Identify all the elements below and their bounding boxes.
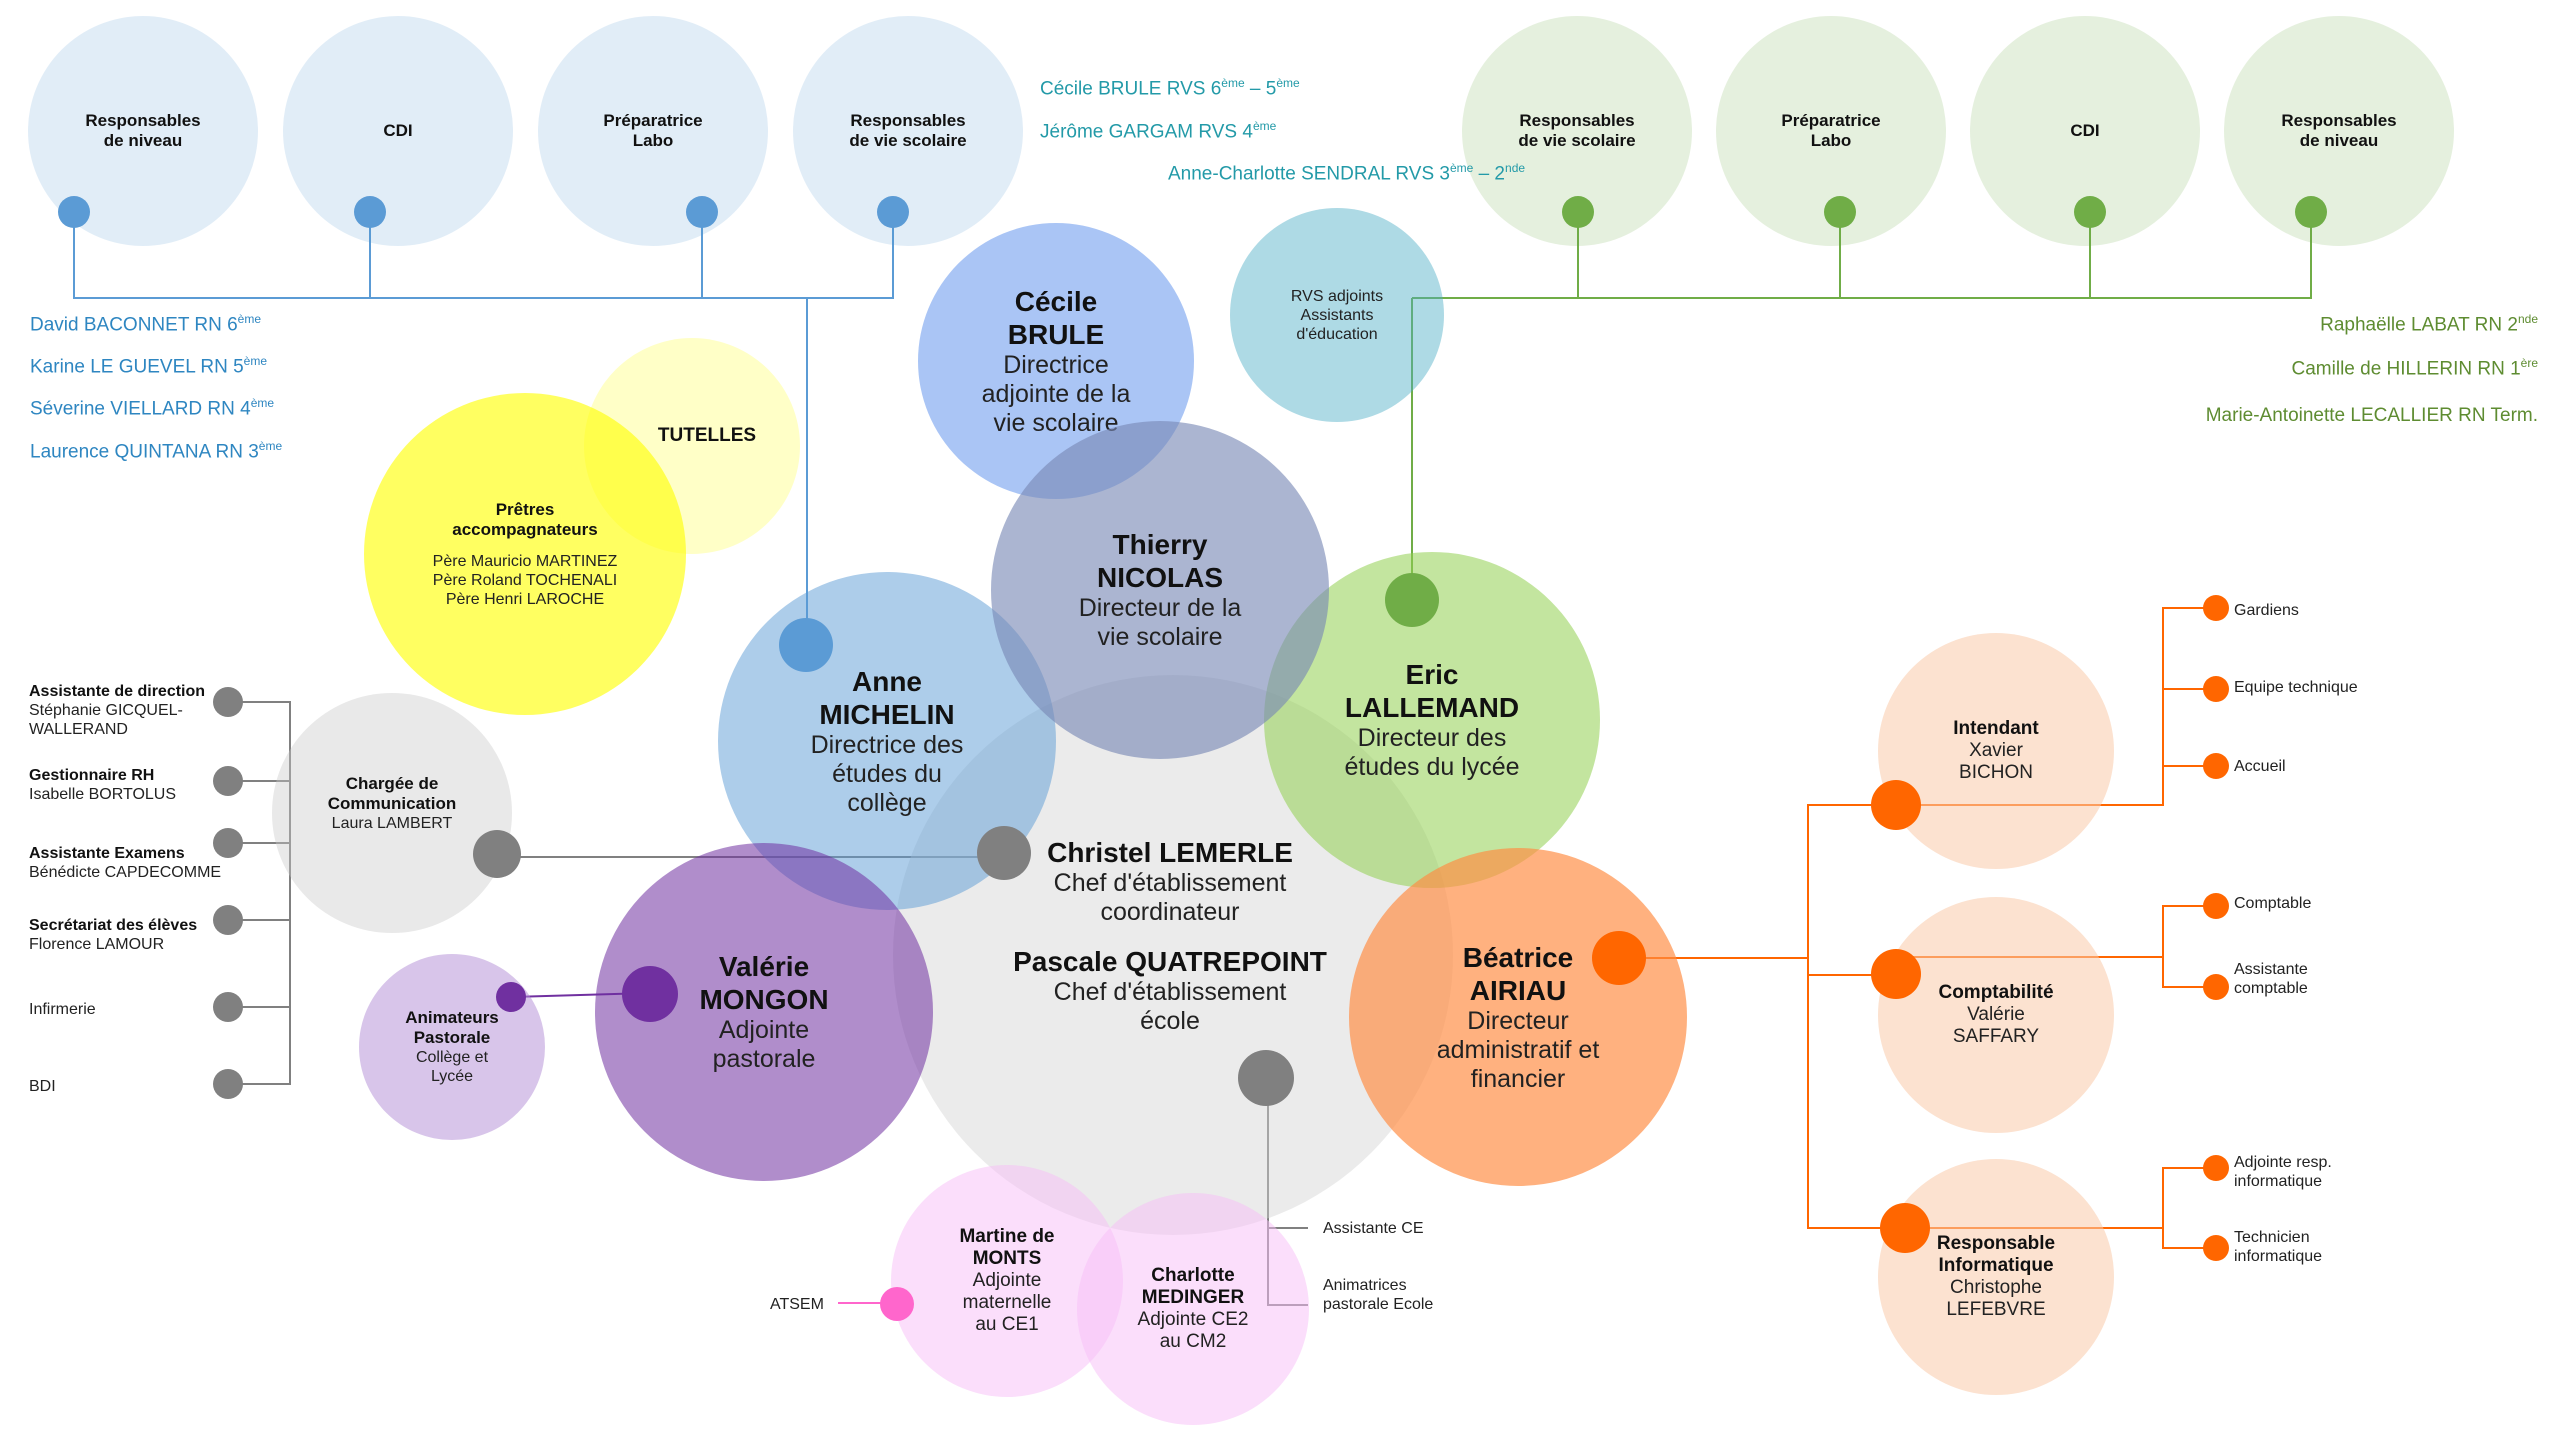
staff-atsem: ATSEM [770, 1296, 824, 1313]
bubble-thierry-nicolas: Thierry NICOLAS Directeur de la vie scol… [991, 421, 1329, 759]
staff-gardiens: Gardiens [2234, 602, 2299, 619]
connector-dot [1871, 949, 1921, 999]
bubble-charlotte-medinger: Charlotte MEDINGER Adjointe CE2 au CM2 [1077, 1193, 1309, 1425]
bubble-martine-de-monts: Martine de MONTS Adjointe maternelle au … [891, 1165, 1123, 1397]
rvs-label: Anne-Charlotte SENDRAL RVS 3ème – 2nde [1168, 161, 1526, 185]
bubble-comptabilite: Comptabilité Valérie SAFFARY [1878, 897, 2114, 1133]
rvs-label: Cécile BRULE RVS 6ème – 5ème [1040, 76, 1300, 100]
staff-equipe-technique: Equipe technique [2234, 679, 2358, 696]
staff-assistante-comptable: Assistante comptable [2234, 961, 2308, 997]
connector-dot [2203, 1155, 2229, 1181]
connector-dot [213, 905, 243, 935]
staff-assistante-direction: Assistante de direction Stéphanie GICQUE… [29, 683, 206, 738]
connector-dot [213, 1069, 243, 1099]
connector-dot [2203, 1235, 2229, 1261]
bubble-preparatrice-college: Préparatrice Labo [538, 16, 768, 246]
connector-dot [213, 687, 243, 717]
connector-dot [496, 982, 526, 1012]
bubble-communication: Chargée de Communication Laura LAMBERT [272, 693, 512, 933]
bubble-cdi-college: CDI [283, 16, 513, 246]
rn-label: Marie-Antoinette LECALLIER RN Term. [2205, 405, 2538, 426]
staff-secretariat-eleves: Secrétariat des élèves Florence LAMOUR [29, 917, 198, 953]
rn-label: Raphaëlle LABAT RN 2nde [2320, 312, 2538, 336]
connector-dot [213, 828, 243, 858]
connector-dot [2203, 676, 2229, 702]
rn-label: Camille de HILLERIN RN 1ère [2291, 356, 2538, 380]
staff-accueil: Accueil [2234, 758, 2286, 775]
connector-dot [977, 826, 1031, 880]
connector-dot [622, 966, 678, 1022]
connector-dot [1592, 931, 1646, 985]
bubble-informatique: Responsable Informatique Christophe LEFE… [1878, 1159, 2114, 1395]
connector-dot [473, 830, 521, 878]
connector-dot [1871, 780, 1921, 830]
staff-bdi: BDI [29, 1078, 56, 1095]
bubble-pretres: Prêtres accompagnateurs Père Mauricio MA… [364, 393, 686, 715]
connector-dot [1824, 196, 1856, 228]
connector-dot [2203, 974, 2229, 1000]
connector-dot [2295, 196, 2327, 228]
connector-dot [2203, 753, 2229, 779]
connector-dot [2203, 893, 2229, 919]
connector-dot [880, 1287, 914, 1321]
staff-assistante-examens: Assistante Examens Bénédicte CAPDECOMME [29, 845, 222, 881]
connector-dot [1562, 196, 1594, 228]
connector-dot [58, 196, 90, 228]
connector-dot [779, 618, 833, 672]
connector-dot [877, 196, 909, 228]
staff-animatrices-pastorale-ecole: Animatrices pastorale Ecole [1323, 1277, 1434, 1313]
bubble-intendant: Intendant Xavier BICHON [1878, 633, 2114, 869]
connector-dot [1385, 573, 1439, 627]
staff-infirmerie: Infirmerie [29, 1001, 96, 1018]
rvs-label: Jérôme GARGAM RVS 4ème [1040, 119, 1277, 143]
connector-dot [686, 196, 718, 228]
rn-label: Séverine VIELLARD RN 4ème [30, 396, 275, 420]
rn-label: Laurence QUINTANA RN 3ème [30, 439, 283, 463]
staff-assistante-ce: Assistante CE [1323, 1220, 1424, 1237]
staff-technicien-informatique: Technicien informatique [2234, 1229, 2323, 1265]
rn-label: Karine LE GUEVEL RN 5ème [30, 354, 268, 378]
bubble-rvs-adjoints: RVS adjoints Assistants d'éducation [1230, 208, 1444, 422]
connector-dot [2074, 196, 2106, 228]
staff-adjointe-informatique: Adjointe resp. informatique [2234, 1154, 2332, 1190]
connector-dot [213, 766, 243, 796]
bubble-animateurs-pastorale: Animateurs Pastorale Collège et Lycée [359, 954, 545, 1140]
rn-label: David BACONNET RN 6ème [30, 312, 261, 336]
connector-dot [2203, 595, 2229, 621]
staff-comptable: Comptable [2234, 895, 2312, 912]
connector-dot [1238, 1050, 1294, 1106]
connector-dot [1880, 1203, 1930, 1253]
center-text: Christel LEMERLE Chef d'établissement co… [1013, 837, 1327, 1035]
bubble-responsables-niveau-lycee: Responsables de niveau [2224, 16, 2454, 246]
connector-dot [213, 992, 243, 1022]
connector-dot [354, 196, 386, 228]
bubble-beatrice-airiau: Béatrice AIRIAU Directeur administratif … [1349, 848, 1687, 1186]
staff-gestionnaire-rh: Gestionnaire RH Isabelle BORTOLUS [29, 767, 177, 803]
